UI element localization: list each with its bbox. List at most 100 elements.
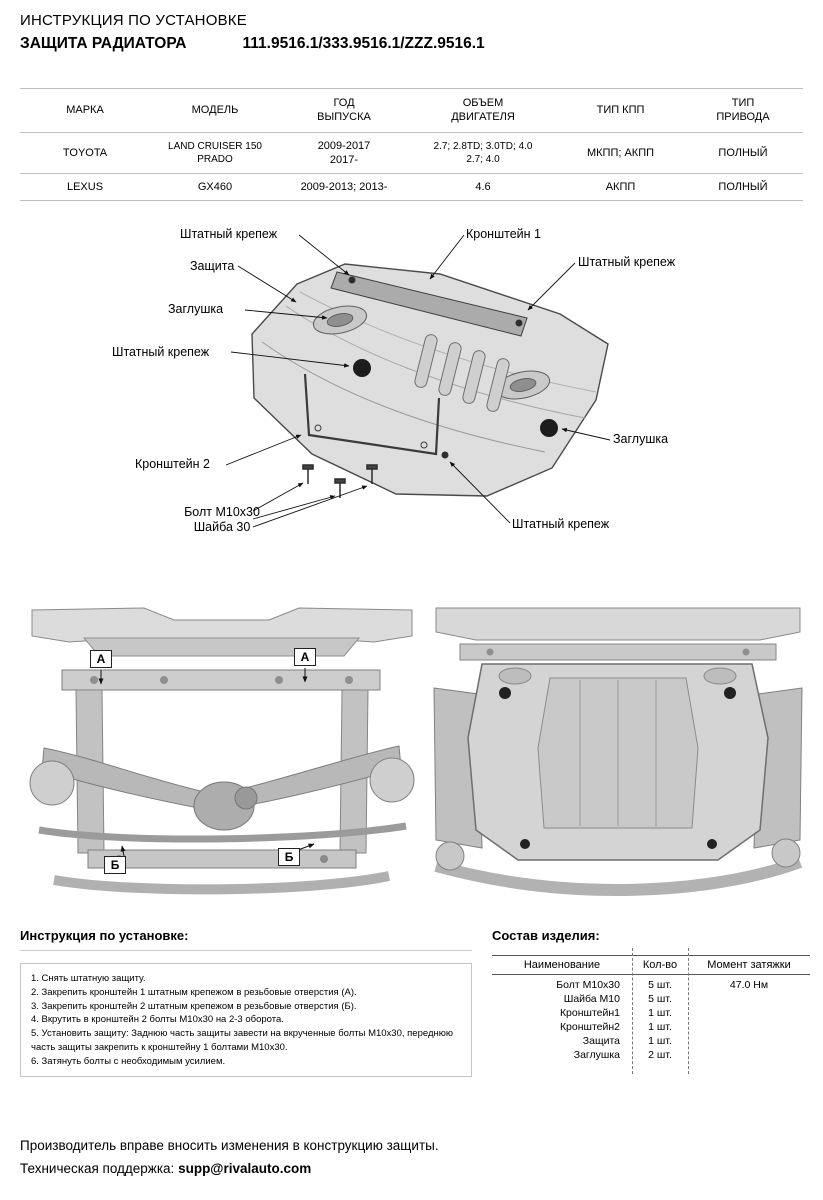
bracket2-shape bbox=[303, 373, 441, 456]
steps-box: 1. Снять штатную защиту. 2. Закрепить кр… bbox=[20, 963, 472, 1078]
step-6: 6. Затянуть болты с необходимым усилием. bbox=[31, 1055, 226, 1067]
callout-guard: Защита bbox=[190, 259, 235, 273]
col-years: ГОД ВЫПУСКА bbox=[317, 97, 371, 124]
part-name: Болт М10х30 bbox=[556, 979, 620, 991]
cell-model: LAND CRUISER 150 PRADO bbox=[168, 140, 262, 165]
step-3: 3. Закрепить кронштейн 2 штатным крепежо… bbox=[31, 1000, 357, 1012]
step-2: 2. Закрепить кронштейн 1 штатным крепежо… bbox=[31, 986, 357, 998]
col-gearbox: ТИП КПП bbox=[596, 104, 645, 117]
parts-list: Состав изделия: Наименование Кол-во Моме… bbox=[492, 928, 810, 1074]
plate-ribs bbox=[414, 334, 510, 412]
parts-col-name: Наименование bbox=[523, 959, 601, 971]
cell-engine: 2.7; 2.8TD; 3.0TD; 4.0 2.7; 4.0 bbox=[433, 140, 533, 165]
part-name: Заглушка bbox=[573, 1049, 620, 1061]
column-divider bbox=[632, 948, 633, 1074]
exploded-diagram: Штатный крепеж Кронштейн 1 Штатный крепе… bbox=[0, 222, 823, 592]
col-engine: ОБЪЕМ ДВИГАТЕЛЯ bbox=[451, 97, 515, 124]
part-name: Шайба М10 bbox=[563, 993, 620, 1005]
part-torque bbox=[688, 1020, 810, 1034]
doc-header: ИНСТРУКЦИЯ ПО УСТАНОВКЕ ЗАЩИТА РАДИАТОРА… bbox=[20, 12, 485, 53]
part-qty: 5 шт. bbox=[648, 979, 672, 991]
parts-row: Заглушка 2 шт. bbox=[492, 1048, 810, 1062]
part-qty: 1 шт. bbox=[648, 1021, 672, 1033]
parts-row: Защита 1 шт. bbox=[492, 1034, 810, 1048]
parts-col-qty: Кол-во bbox=[642, 959, 678, 971]
part-torque bbox=[688, 1006, 810, 1020]
parts-row: Кронштейн2 1 шт. bbox=[492, 1020, 810, 1034]
cell-model: GX460 bbox=[197, 181, 233, 194]
photo-underside-after bbox=[430, 598, 808, 910]
parts-rows: Болт М10х30 5 шт. 47.0 Нм Шайба М10 5 шт… bbox=[492, 978, 810, 1062]
part-name: Кронштейн1 bbox=[559, 1007, 620, 1019]
support-email[interactable]: supp@rivalauto.com bbox=[178, 1161, 312, 1176]
parts-table: Наименование Кол-во Момент затяжки Болт … bbox=[492, 955, 810, 1062]
bracket1-shape bbox=[330, 271, 528, 337]
table-row: TOYOTA LAND CRUISER 150 PRADO 2009-2017 … bbox=[20, 132, 803, 174]
cell-drive: ПОЛНЫЙ bbox=[718, 181, 768, 194]
vehicle-table: МАРКА МОДЕЛЬ ГОД ВЫПУСКА ОБЪЕМ ДВИГАТЕЛЯ… bbox=[20, 88, 803, 201]
plug-hole-left bbox=[353, 359, 371, 377]
part-qty: 1 шт. bbox=[648, 1035, 672, 1047]
col-brand: МАРКА bbox=[66, 104, 104, 117]
callout-leader-lines bbox=[225, 234, 611, 528]
part-qty: 1 шт. bbox=[648, 1007, 672, 1019]
cell-brand: TOYOTA bbox=[62, 146, 108, 159]
plug-hole-right bbox=[540, 419, 558, 437]
callout-bolt-washer: Болт М10х30 Шайба 30 bbox=[184, 505, 260, 534]
callout-bracket2: Кронштейн 2 bbox=[135, 457, 210, 471]
cell-gearbox: МКПП; АКПП bbox=[586, 146, 655, 159]
cell-years: 2009-2013; 2013- bbox=[300, 181, 388, 194]
col-model: МОДЕЛЬ bbox=[191, 104, 239, 117]
callout-plug-left: Заглушка bbox=[168, 302, 224, 316]
marker-b2: Б bbox=[278, 848, 300, 866]
marker-arrows bbox=[98, 668, 315, 857]
part-name: Кронштейн2 bbox=[559, 1021, 620, 1033]
installation-instructions: Инструкция по установке: 1. Снять штатну… bbox=[20, 928, 472, 1078]
photo-underside-before-art bbox=[24, 598, 420, 910]
part-name: Защита bbox=[582, 1035, 620, 1047]
step-1: 1. Снять штатную защиту. bbox=[31, 973, 146, 984]
callout-bracket1: Кронштейн 1 bbox=[466, 227, 541, 241]
cell-engine: 4.6 bbox=[475, 181, 491, 194]
parts-col-torque: Момент затяжки bbox=[707, 959, 791, 971]
col-drive: ТИП ПРИВОДА bbox=[716, 97, 770, 124]
product-title-row: ЗАЩИТА РАДИАТОРА 111.9516.1/333.9516.1/Z… bbox=[20, 35, 485, 53]
parts-header-row: Наименование Кол-во Момент затяжки bbox=[492, 955, 810, 975]
callout-fastener-left: Штатный крепеж bbox=[112, 345, 210, 359]
marker-a2: А bbox=[294, 648, 316, 666]
cell-brand: LEXUS bbox=[66, 181, 104, 194]
callout-fastener-right: Штатный крепеж bbox=[578, 255, 676, 269]
photo-underside-after-art bbox=[430, 598, 808, 910]
callout-fastener-top-left: Штатный крепеж bbox=[180, 227, 278, 241]
doc-footer: Производитель вправе вносить изменения в… bbox=[20, 1138, 439, 1176]
step-5: 5. Установить защиту: Заднюю часть защит… bbox=[31, 1028, 453, 1053]
part-torque bbox=[688, 992, 810, 1006]
callout-plug-right: Заглушка bbox=[613, 432, 669, 446]
parts-row: Кронштейн1 1 шт. bbox=[492, 1006, 810, 1020]
product-title: ЗАЩИТА РАДИАТОРА bbox=[20, 35, 187, 52]
parts-row: Болт М10х30 5 шт. 47.0 Нм bbox=[492, 978, 810, 992]
vehicle-table-header-row: МАРКА МОДЕЛЬ ГОД ВЫПУСКА ОБЪЕМ ДВИГАТЕЛЯ… bbox=[20, 89, 803, 133]
table-row: LEXUS GX460 2009-2013; 2013- 4.6 АКПП ПО… bbox=[20, 174, 803, 201]
cell-gearbox: АКПП bbox=[605, 181, 636, 194]
column-divider bbox=[688, 948, 689, 1074]
step-4: 4. Вкрутить в кронштейн 2 болты М10х30 н… bbox=[31, 1014, 284, 1026]
part-qty: 5 шт. bbox=[648, 993, 672, 1005]
photo-underside-before: А А Б Б bbox=[24, 598, 420, 910]
part-qty: 2 шт. bbox=[648, 1049, 672, 1061]
skid-plate-illustration bbox=[225, 234, 611, 528]
marker-b1: Б bbox=[104, 856, 126, 874]
parts-row: Шайба М10 5 шт. bbox=[492, 992, 810, 1006]
manufacturer-notice: Производитель вправе вносить изменения в… bbox=[20, 1138, 439, 1153]
callout-fastener-bottom: Штатный крепеж bbox=[512, 517, 610, 531]
plate-body bbox=[251, 263, 609, 498]
part-torque bbox=[688, 1034, 810, 1048]
marker-a1: А bbox=[90, 650, 112, 668]
support-label: Техническая поддержка: bbox=[20, 1161, 175, 1176]
parts-title: Состав изделия: bbox=[492, 928, 600, 943]
part-torque: 47.0 Нм bbox=[729, 979, 769, 991]
support-line: Техническая поддержка: supp@rivalauto.co… bbox=[20, 1161, 439, 1176]
part-torque bbox=[688, 1048, 810, 1062]
instructions-title: Инструкция по установке: bbox=[20, 928, 472, 951]
